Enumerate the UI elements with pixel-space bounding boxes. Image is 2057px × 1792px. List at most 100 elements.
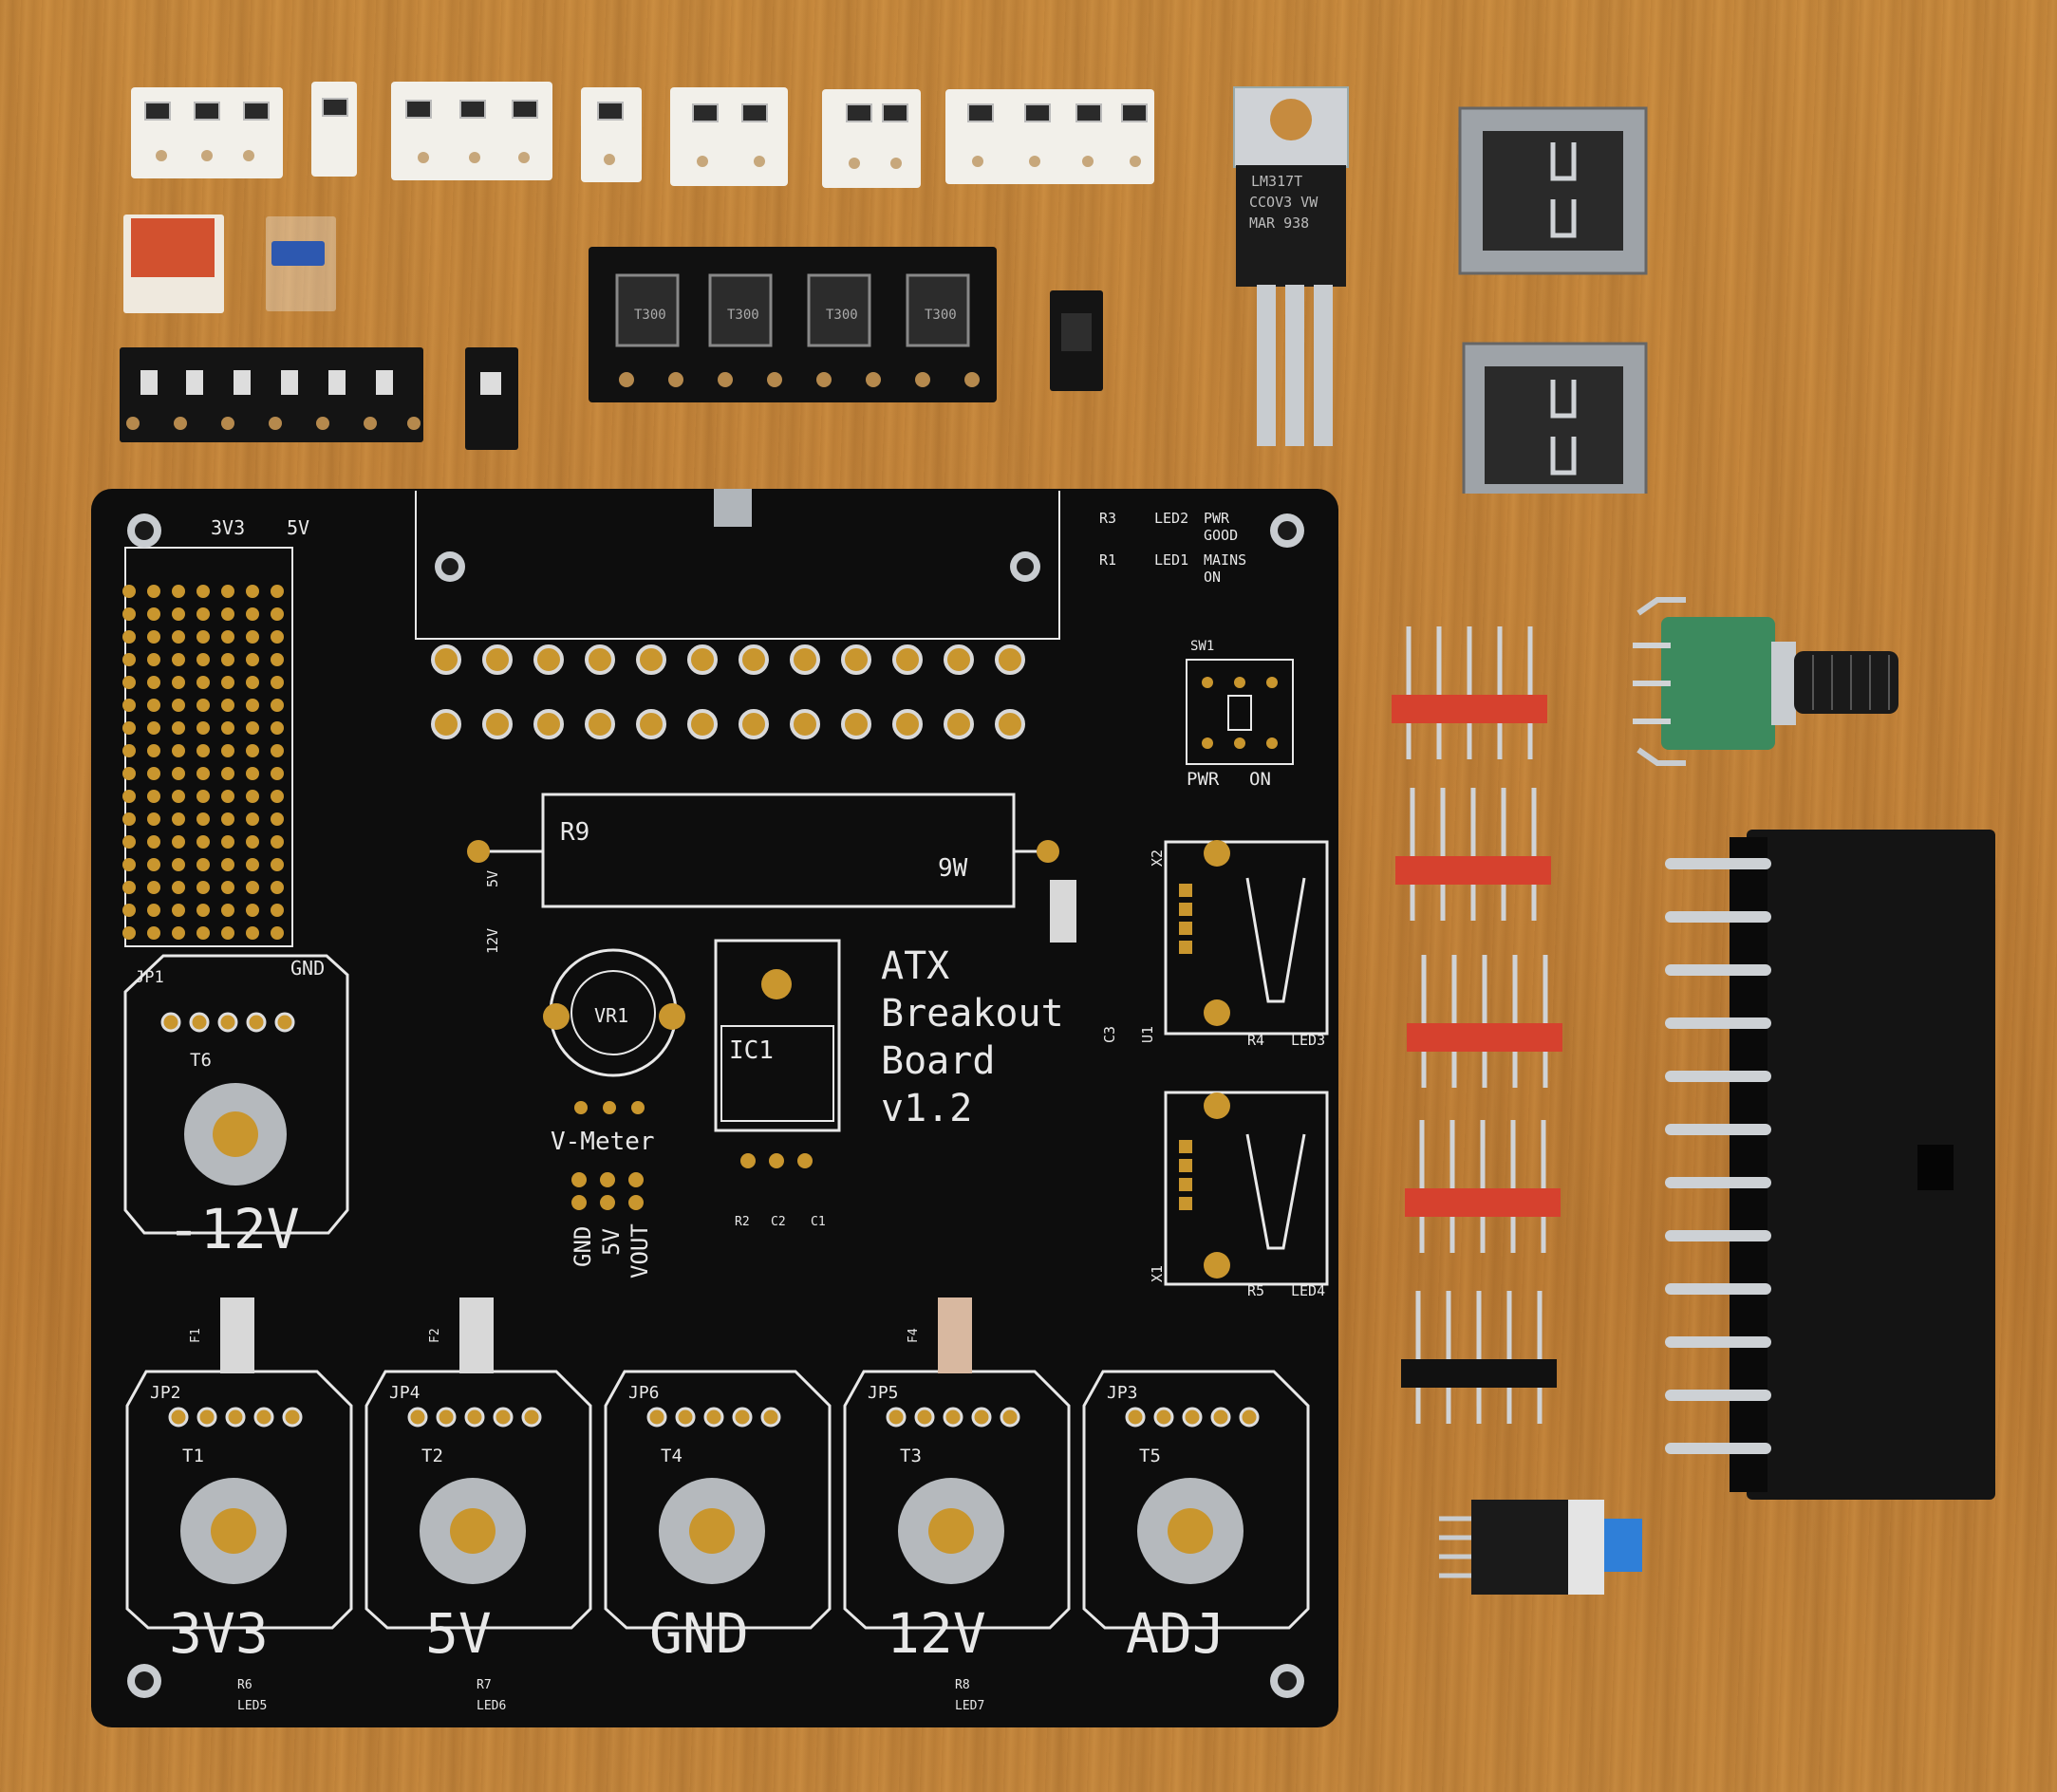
resistor-chips (144, 98, 1148, 122)
svg-text:GND: GND (649, 1601, 749, 1666)
svg-text:VR1: VR1 (594, 1004, 628, 1027)
rail-terminal-5: JP3 T5 ADJ (1082, 1370, 1310, 1666)
usb-footprints (1164, 840, 1329, 1286)
usb-socket-1 (1458, 106, 1648, 275)
svg-text:LM317T: LM317T (1251, 173, 1302, 190)
svg-text:MAINS: MAINS (1204, 551, 1246, 569)
svg-text:VOUT: VOUT (626, 1223, 653, 1279)
push-switch (1439, 1500, 1642, 1595)
small-ic (1061, 313, 1092, 351)
fuse-tape-holes (619, 372, 980, 387)
svg-text:R2: R2 (735, 1215, 750, 1229)
red-capacitor (131, 218, 215, 277)
svg-text:ON: ON (1249, 769, 1271, 790)
svg-text:T300: T300 (826, 308, 858, 323)
svg-text:PWR: PWR (1187, 769, 1220, 790)
svg-text:ON: ON (1204, 569, 1221, 586)
svg-text:R3: R3 (1099, 510, 1116, 527)
svg-text:9W: 9W (938, 854, 968, 883)
svg-text:X2: X2 (1149, 849, 1166, 867)
svg-text:X1: X1 (1149, 1265, 1166, 1282)
protoboard-grid (122, 585, 284, 940)
power-resistor-r9: R9 9W (467, 793, 1059, 908)
svg-text:12V: 12V (887, 1601, 986, 1666)
resistor-tape-strips (131, 82, 1154, 188)
svg-text:5V: 5V (287, 516, 309, 539)
fuse-f3 (1050, 880, 1076, 943)
svg-text:T4: T4 (661, 1446, 683, 1466)
svg-text:LED1: LED1 (1154, 551, 1188, 569)
single-led-chip (480, 372, 501, 395)
svg-text:T2: T2 (421, 1446, 443, 1466)
svg-text:C3: C3 (1101, 1026, 1118, 1043)
blue-diode (271, 241, 325, 266)
board-notch (714, 489, 752, 527)
svg-text:T3: T3 (900, 1446, 922, 1466)
svg-text:F4: F4 (907, 1328, 921, 1343)
svg-text:3V3: 3V3 (211, 516, 245, 539)
svg-text:C1: C1 (811, 1215, 826, 1229)
usb-socket-2 (1462, 342, 1648, 494)
svg-text:JP6: JP6 (628, 1383, 660, 1403)
svg-text:GOOD: GOOD (1204, 527, 1238, 544)
svg-text:Board: Board (881, 1039, 995, 1083)
atx-pin-rows (431, 644, 1025, 739)
svg-text:JP1: JP1 (135, 968, 164, 987)
svg-text:IC1: IC1 (729, 1036, 774, 1065)
pin-headers (1392, 626, 1562, 1424)
svg-text:5V: 5V (598, 1228, 625, 1256)
atx-connector (1665, 830, 1995, 1500)
svg-text:R8: R8 (955, 1678, 970, 1692)
svg-text:F2: F2 (428, 1328, 442, 1343)
svg-text:SW1: SW1 (1190, 639, 1214, 654)
svg-text:5V: 5V (484, 870, 501, 887)
rail-terminal-4: JP5 T3 12V F4 R8 LED7 (843, 1297, 1071, 1713)
fuse-markings: T300 T300 T300 T300 (634, 308, 957, 323)
polyfuses (615, 273, 970, 347)
svg-text:T1: T1 (182, 1446, 204, 1466)
svg-text:T300: T300 (727, 308, 759, 323)
atx-outline (415, 491, 1060, 640)
polyfuse-tape (589, 247, 997, 402)
svg-text:JP4: JP4 (389, 1383, 421, 1403)
svg-text:T6: T6 (190, 1050, 212, 1071)
svg-text:T300: T300 (634, 308, 666, 323)
tape-sprocket-holes (156, 150, 1141, 169)
svg-text:LED2: LED2 (1154, 510, 1188, 527)
single-led (465, 347, 518, 450)
svg-text:R1: R1 (1099, 551, 1116, 569)
svg-text:12V: 12V (484, 928, 501, 954)
status-led-labels: R3 LED2 PWR GOOD R1 LED1 MAINS ON (1099, 510, 1246, 586)
svg-text:U1: U1 (1139, 1026, 1156, 1043)
svg-text:T5: T5 (1139, 1446, 1161, 1466)
svg-text:T300: T300 (925, 308, 957, 323)
potentiometer (1633, 597, 1898, 766)
svg-text:ATX: ATX (881, 944, 949, 988)
svg-text:F1: F1 (189, 1328, 203, 1343)
svg-text:5V: 5V (425, 1601, 492, 1666)
svg-text:C2: C2 (771, 1215, 786, 1229)
svg-text:Breakout: Breakout (881, 992, 1064, 1036)
atx-breakout-pcb: 3V3 5V GND R3 LED2 PWR GOOD R1 LED1 MAIN… (91, 489, 1338, 1727)
svg-text:JP3: JP3 (1107, 1383, 1138, 1403)
usb-pads (1179, 840, 1230, 1279)
led-tape-holes (126, 417, 421, 430)
rail-terminal-1: JP2 T1 3V3 F1 R6 LED5 (125, 1297, 353, 1713)
svg-text:R7: R7 (477, 1678, 492, 1692)
svg-text:v1.2: v1.2 (881, 1087, 972, 1130)
svg-text:-12V: -12V (167, 1197, 300, 1261)
svg-text:R9: R9 (560, 818, 589, 847)
proto-labels: 3V3 5V GND (211, 516, 325, 980)
svg-text:LED5: LED5 (237, 1699, 267, 1713)
svg-text:CCOV3 VW: CCOV3 VW (1249, 194, 1318, 211)
svg-text:R5: R5 (1247, 1282, 1264, 1299)
loose-parts-right (1392, 597, 1995, 1595)
svg-text:LED7: LED7 (955, 1699, 984, 1713)
svg-text:LED6: LED6 (477, 1699, 506, 1713)
rail-minus12v: JP1 T6 -12V (123, 954, 349, 1261)
svg-text:JP2: JP2 (150, 1383, 181, 1403)
rail-terminal-3: JP6 T4 GND (604, 1370, 832, 1666)
loose-parts-top: T300 T300 T300 T300 LM317T CCOV3 VW MAR … (120, 82, 1648, 494)
svg-text:R4: R4 (1247, 1032, 1264, 1049)
led-chips (140, 370, 393, 395)
